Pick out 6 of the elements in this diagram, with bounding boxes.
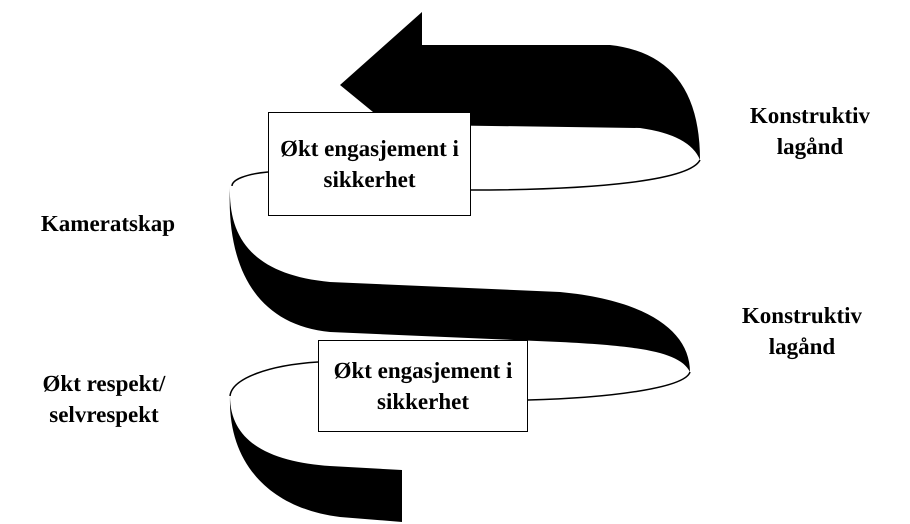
side-label: Økt respekt/ selvrespekt (42, 370, 166, 430)
text-box: Økt engasjement i sikkerhet (268, 112, 471, 216)
side-label: Konstruktiv lagånd (748, 102, 872, 162)
text-box: Økt engasjement i sikkerhet (318, 340, 528, 432)
side-label: Kameratskap (40, 210, 176, 238)
side-label: Konstruktiv lagånd (740, 302, 864, 362)
